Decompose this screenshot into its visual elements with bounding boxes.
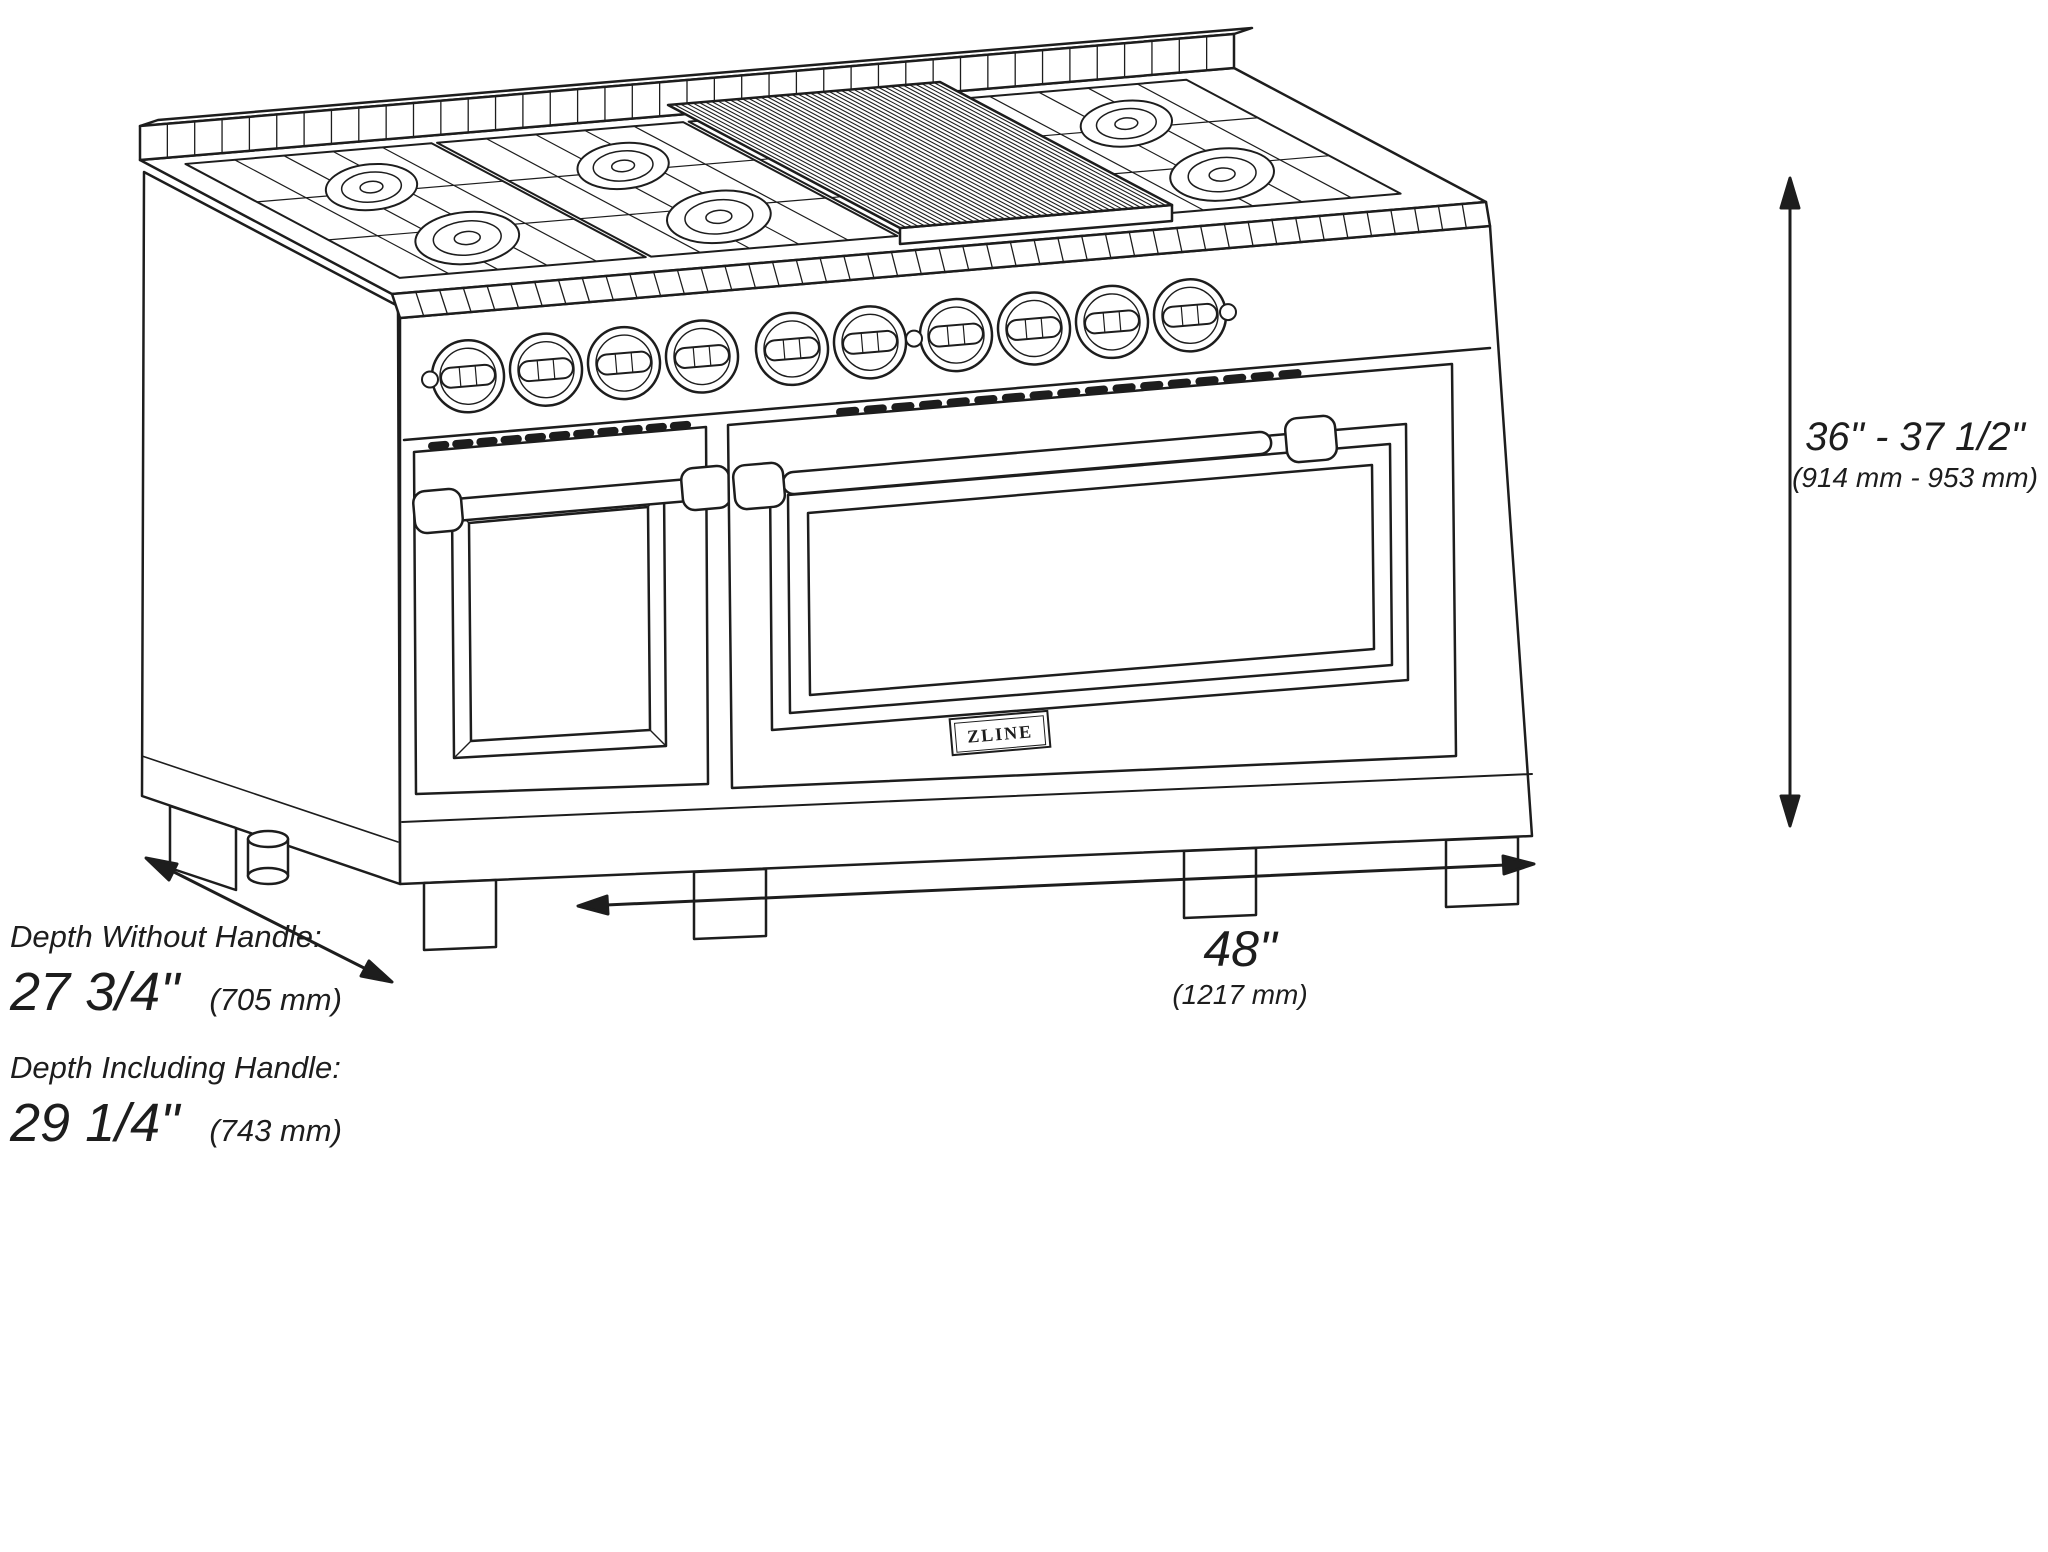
burner-knob [430,339,506,414]
burners [324,99,1275,266]
right-oven-door [726,362,1458,790]
oven-doors [412,362,1458,796]
burner-knob [664,319,740,394]
side-panel [140,170,402,886]
control-panel [402,278,1492,442]
panel-screw [905,329,923,348]
burner-knob [1074,284,1150,360]
depth-arrow [144,856,394,984]
burner-knob [586,325,662,401]
backsplash-rail [138,26,1254,162]
panel-screw [1219,303,1237,322]
depth-without-handle-value: 27 3/4" [10,962,180,1023]
depth-without-handle-label: Depth Without Handle: [10,919,322,954]
burner-knob [996,291,1072,366]
width-metric: (1217 mm) [1172,979,1308,1010]
burner [414,210,521,266]
width-dimension-text: 48" (1217 mm) [1040,922,1440,1013]
leg [1182,846,1258,920]
depth-including-handle-label: Depth Including Handle: [10,1050,341,1086]
height-metric: (914 mm - 953 mm) [1792,462,2038,493]
leg [1444,835,1520,909]
height-value: 36" - 37 1/2" [1805,415,2025,459]
height-dimension-text: 36" - 37 1/2" (914 mm - 953 mm) [1780,414,2048,496]
leg [692,867,768,941]
griddle-plate [666,80,1174,246]
burner-knob [508,332,584,407]
burner [1169,147,1275,202]
burner-knob [918,297,994,373]
depth-annotations: Depth Without Handle: 27 3/4" (705 mm) D… [10,918,650,1154]
leveling-foot [246,829,290,886]
burner-knob [1152,278,1228,353]
leg [422,878,498,952]
width-value: 48" [1203,921,1277,977]
burner-knob [832,305,908,380]
left-oven-door [412,425,732,796]
burner [324,162,419,212]
cooktop [138,26,1492,320]
burner [1079,99,1173,148]
base [168,773,1533,952]
leg [168,804,238,892]
oven-vents [428,369,1302,450]
right-door-handle [731,414,1339,511]
width-arrow [576,854,1536,916]
depth-including-handle-value: 29 1/4" [10,1093,180,1154]
burner-knob [754,311,830,387]
knob-row [421,278,1237,414]
zline-logo-text: ZLINE [953,715,1047,753]
burner [666,189,772,245]
dimension-arrows [144,176,1801,984]
depth-without-handle-metric: (705 mm) [209,982,342,1018]
depth-including-handle-metric: (743 mm) [209,1113,342,1149]
height-arrow [1779,176,1801,828]
burner [576,141,670,191]
cooktop-front-edge [390,200,1492,320]
panel-screw [421,370,439,389]
